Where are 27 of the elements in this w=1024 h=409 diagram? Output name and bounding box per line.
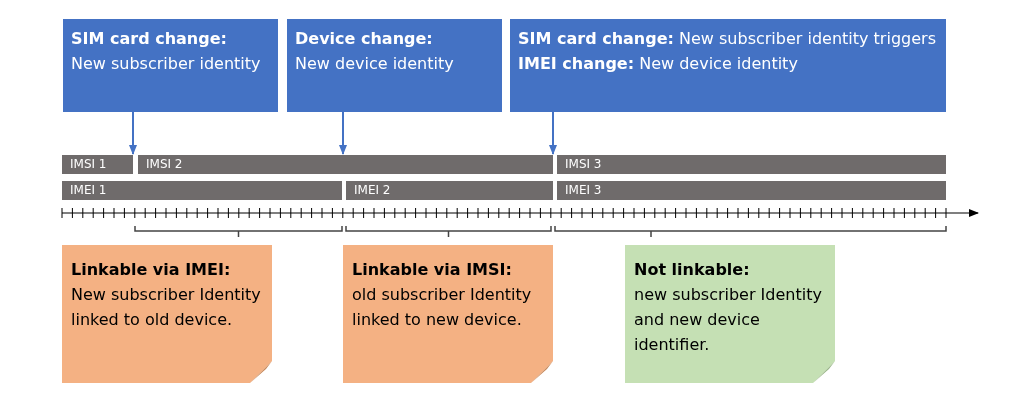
identifier-bar: IMSI 3 xyxy=(557,155,946,174)
event-box xyxy=(63,19,278,112)
event-text: SIM card change: New subscriber identity triggers xyxy=(518,28,937,50)
identifier-bar: IMEI 3 xyxy=(557,181,946,200)
note-heading: Linkable via IMEI: xyxy=(71,259,232,281)
event-box xyxy=(287,19,502,112)
event-text: New subscriber identity xyxy=(71,53,262,75)
identifier-bar: IMEI 2 xyxy=(346,181,553,200)
event-heading: Device change: xyxy=(295,28,434,50)
note-text: old subscriber Identity linked to new device. xyxy=(352,284,533,331)
sticky-note xyxy=(343,245,553,383)
identifier-bar: IMEI 1 xyxy=(62,181,342,200)
arrow xyxy=(129,111,137,155)
event-text: New device identity xyxy=(295,53,455,75)
event-text: IMEI change: New device identity xyxy=(518,53,799,75)
note-text: New subscriber Identity linked to old device. xyxy=(71,284,262,331)
sticky-note xyxy=(625,245,835,383)
note-text: new subscriber Identity and new device identifier. xyxy=(634,284,823,356)
event-box xyxy=(510,19,946,112)
arrow xyxy=(339,111,347,155)
note-heading: Not linkable: xyxy=(634,259,751,281)
arrow xyxy=(549,111,557,155)
note-heading: Linkable via IMSI: xyxy=(352,259,513,281)
event-heading: SIM card change: xyxy=(71,28,228,50)
sticky-note xyxy=(62,245,272,383)
identifier-bar: IMSI 1 xyxy=(62,155,133,174)
identifier-bar: IMSI 2 xyxy=(138,155,553,174)
